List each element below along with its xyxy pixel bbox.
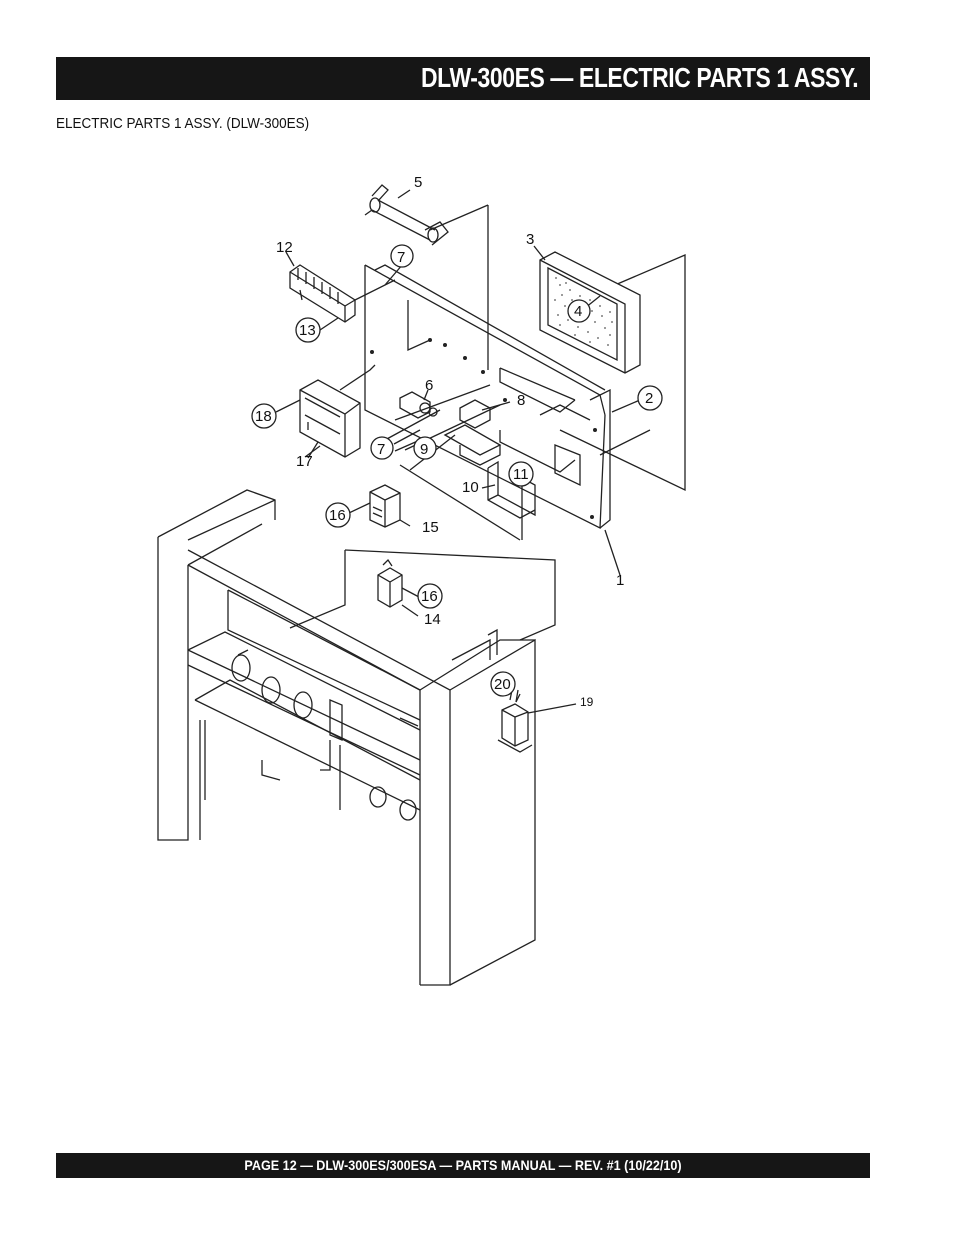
callout-10: 10: [462, 479, 479, 496]
callout-19: 19: [580, 695, 594, 709]
callout-14: 14: [424, 611, 441, 628]
part-10-bracket: [487, 460, 536, 519]
page-title: DLW-300ES — ELECTRIC PARTS 1 ASSY.: [420, 62, 859, 93]
callout-7-top: 7: [397, 249, 405, 266]
callout-17: 17: [296, 453, 313, 470]
callout-6: 6: [425, 377, 433, 394]
callout-9-circle: [413, 436, 437, 460]
callout-labels: 5 7 12 13 3 4 2 6 18 17 7 8 9 11 10 16 1…: [251, 174, 663, 709]
part-19-switch: [497, 689, 533, 753]
callout-7-circle: [390, 244, 414, 268]
callout-1: 1: [616, 572, 624, 589]
callout-16-bottom: 16: [421, 588, 438, 605]
callout-7b-circle: [370, 436, 394, 460]
callout-5: 5: [414, 174, 422, 191]
part-5-resistor: [364, 184, 449, 246]
callout-8: 8: [517, 392, 525, 409]
callout-2-circle: [637, 385, 663, 411]
part-14-relay: [377, 558, 403, 608]
callout-3: 3: [526, 231, 534, 248]
callout-16-top: 16: [329, 507, 346, 524]
callout-20-circle: [490, 671, 516, 697]
callout-leaders: [275, 189, 641, 714]
page-footer-bar: PAGE 12 — DLW-300ES/300ESA — PARTS MANUA…: [56, 1153, 870, 1178]
part-6-fuse-holder: [399, 391, 438, 419]
callout-16b-circle: [417, 583, 443, 609]
page-title-bar: DLW-300ES — ELECTRIC PARTS 1 ASSY.: [56, 57, 870, 100]
part-17-control-box: [299, 379, 361, 458]
callout-16a-circle: [325, 502, 351, 528]
part-15-relay: [369, 484, 401, 528]
callout-13: 13: [299, 322, 316, 339]
control-panel-plate: [364, 264, 611, 530]
callout-11: 11: [513, 466, 529, 483]
assembly-guide-lines: [289, 204, 686, 641]
callout-2: 2: [645, 390, 653, 407]
part-8-bracket: [443, 399, 502, 466]
callout-11-circle: [508, 461, 534, 487]
callout-13-circle: [295, 317, 321, 343]
callout-18: 18: [255, 408, 272, 425]
diagram-subtitle: ELECTRIC PARTS 1 ASSY. (DLW-300ES): [56, 115, 310, 132]
callout-4-circle: [567, 299, 591, 323]
callout-9: 9: [420, 441, 428, 458]
callout-7-bottom: 7: [377, 441, 385, 458]
callout-12: 12: [276, 239, 293, 256]
page-footer: PAGE 12 — DLW-300ES/300ESA — PARTS MANUA…: [244, 1157, 682, 1173]
callout-20: 20: [494, 676, 511, 693]
callout-18-circle: [251, 403, 277, 429]
part-12-terminal-block: [289, 264, 356, 323]
callout-15: 15: [422, 519, 439, 536]
callout-4: 4: [574, 303, 582, 320]
enclosure-frame: [157, 489, 536, 986]
